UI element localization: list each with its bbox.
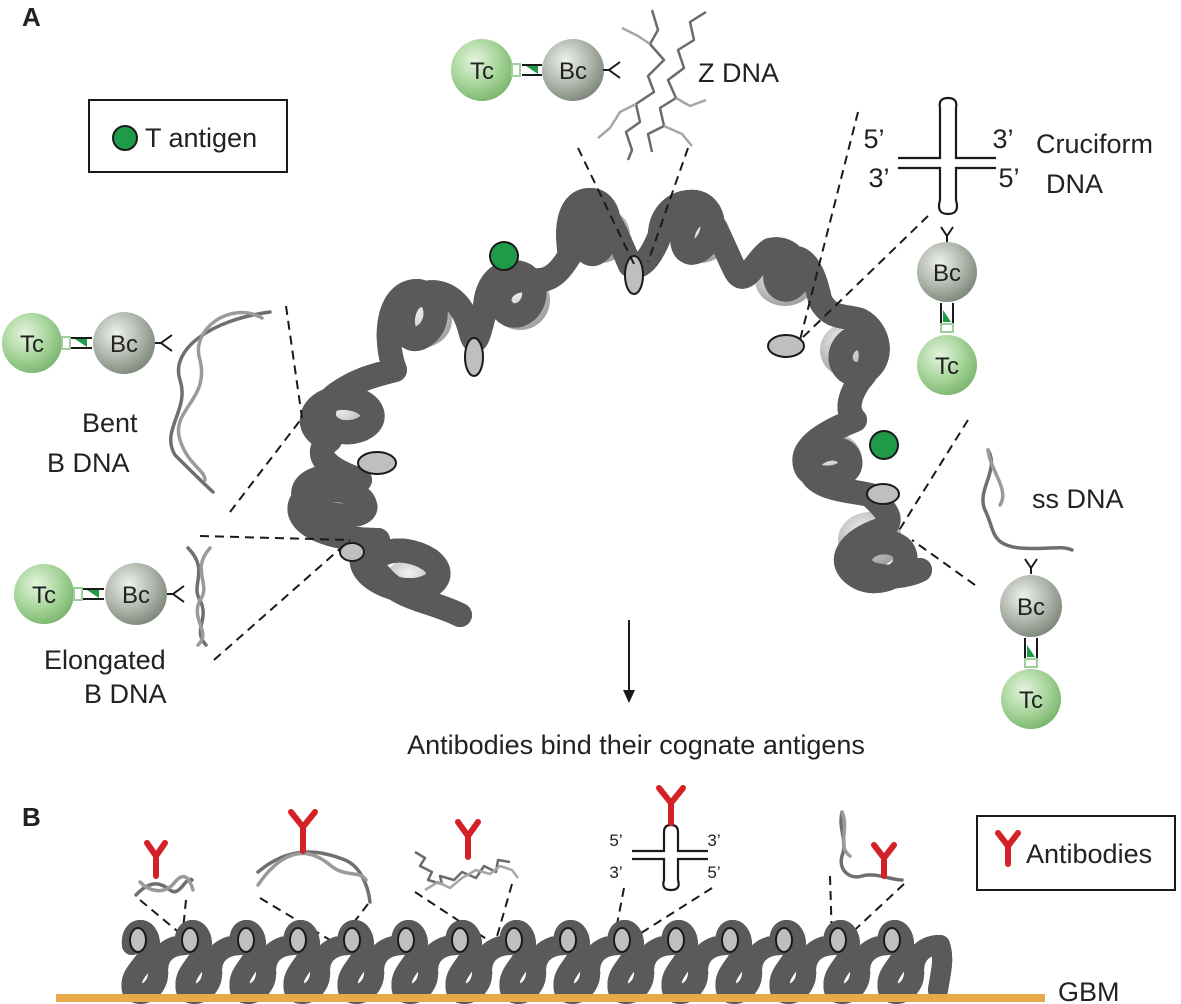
bcr-icon	[940, 226, 954, 242]
antibody-icon	[288, 809, 318, 854]
ss-dna-group: ss DNA	[981, 448, 1124, 552]
callout-lines-a	[199, 111, 976, 661]
z-dna-group: Z DNA	[597, 9, 779, 161]
tcr-link	[940, 323, 954, 333]
elongated-label-2: B DNA	[84, 679, 167, 709]
gbm-chromatin	[130, 928, 942, 994]
cruci-b-3-left: 3’	[609, 863, 622, 882]
antibody-icon	[656, 785, 686, 826]
ss-dna-label: ss DNA	[1032, 484, 1124, 514]
b-cell	[93, 312, 155, 374]
t-antigen-dot	[869, 430, 899, 460]
cruci-b-5-left: 5’	[609, 831, 622, 850]
cruciform-5-right: 5’	[998, 163, 1019, 193]
linker-ovals	[339, 255, 900, 562]
cruciform-3-right: 3’	[992, 124, 1013, 154]
bent-b-dna-group: Bent B DNA	[47, 310, 272, 494]
antibodies-legend: Antibodies	[976, 815, 1176, 891]
b-cell-label: Bc	[110, 331, 138, 358]
panel-a-caption: Antibodies bind their cognate antigens	[407, 730, 865, 760]
elongated-b-dna-group: Elongated B DNA	[44, 546, 212, 709]
b-cell	[917, 242, 977, 302]
bent-label-1: Bent	[82, 408, 138, 438]
antibody-icon	[455, 819, 481, 860]
chromatin-fiber-highlight	[300, 200, 920, 615]
linker-oval	[464, 337, 484, 377]
cell-pair-bent: Tc Bc	[2, 312, 173, 374]
t-antigen-legend: T antigen	[88, 99, 288, 173]
bcr-icon	[1024, 558, 1038, 574]
antibody-legend-icon	[995, 830, 1021, 867]
t-cell-label: Tc	[935, 353, 959, 380]
linker-oval	[357, 451, 397, 475]
chromatin-arc	[300, 188, 920, 627]
linker-oval	[624, 255, 644, 295]
antibody-icon	[144, 840, 168, 879]
t-cell-label: Tc	[470, 58, 494, 85]
cell-pair-elongated: Tc Bc	[14, 563, 185, 625]
t-cell	[451, 39, 513, 101]
bcr-icon	[155, 334, 173, 352]
linker-oval	[339, 542, 365, 562]
b-cell-label: Bc	[122, 582, 150, 609]
antibodies-legend-text: Antibodies	[1026, 839, 1152, 869]
cruci-b-5-right: 5’	[707, 863, 720, 882]
antibody-icon	[871, 842, 897, 879]
t-cell-label: Tc	[20, 331, 44, 358]
t-antigen-dot	[489, 241, 519, 271]
panel-a-label: A	[22, 2, 41, 32]
cruci-b-3-right: 3’	[707, 831, 720, 850]
b-cell	[105, 563, 167, 625]
bcr-icon	[167, 585, 185, 603]
gbm-label: GBM	[1058, 977, 1120, 1004]
transition-arrow	[623, 620, 635, 703]
tcr-link	[73, 587, 83, 601]
cell-pair-ss: Bc Tc	[1000, 558, 1062, 729]
b-cell	[1000, 575, 1062, 637]
bent-label-2: B DNA	[47, 448, 130, 478]
t-antigen-icon	[112, 125, 138, 151]
panel-b-label: B	[22, 802, 41, 832]
cruciform-3-left: 3’	[868, 163, 889, 193]
b-cell-label: Bc	[559, 58, 587, 85]
t-cell	[917, 335, 977, 395]
t-cell-label: Tc	[1019, 687, 1043, 714]
gbm-linker-ovals	[129, 927, 901, 953]
b-cell-label: Bc	[1017, 594, 1045, 621]
cruciform-dna-group: 5’ 3’ 3’ 5’ Cruciform DNA	[863, 96, 1153, 216]
t-cell	[2, 313, 62, 373]
cruciform-label-2: DNA	[1046, 169, 1103, 199]
b-cell	[542, 39, 604, 101]
cell-pair-z-dna: Tc Bc	[451, 39, 621, 101]
elongated-label-1: Elongated	[44, 645, 166, 675]
antibodies-legend-box	[976, 815, 1176, 891]
cruciform-label-1: Cruciform	[1036, 129, 1153, 159]
linker-oval	[866, 483, 900, 505]
tcr-link	[1024, 658, 1038, 668]
tcr-link	[61, 336, 71, 350]
t-antigen-legend-text: T antigen	[145, 123, 257, 153]
t-cell-label: Tc	[32, 582, 56, 609]
cruciform-5-left: 5’	[863, 124, 884, 154]
t-cell	[1001, 669, 1061, 729]
linker-oval	[767, 334, 805, 358]
bcr-icon	[603, 61, 621, 79]
z-dna-label: Z DNA	[698, 58, 779, 88]
tcr-link	[511, 63, 521, 77]
b-cell-label: Bc	[933, 260, 961, 287]
cell-pair-cruciform: Bc Tc	[917, 226, 977, 395]
bound-antigens-b: 5’ 3’ 3’ 5’	[134, 785, 904, 904]
t-cell	[14, 564, 74, 624]
